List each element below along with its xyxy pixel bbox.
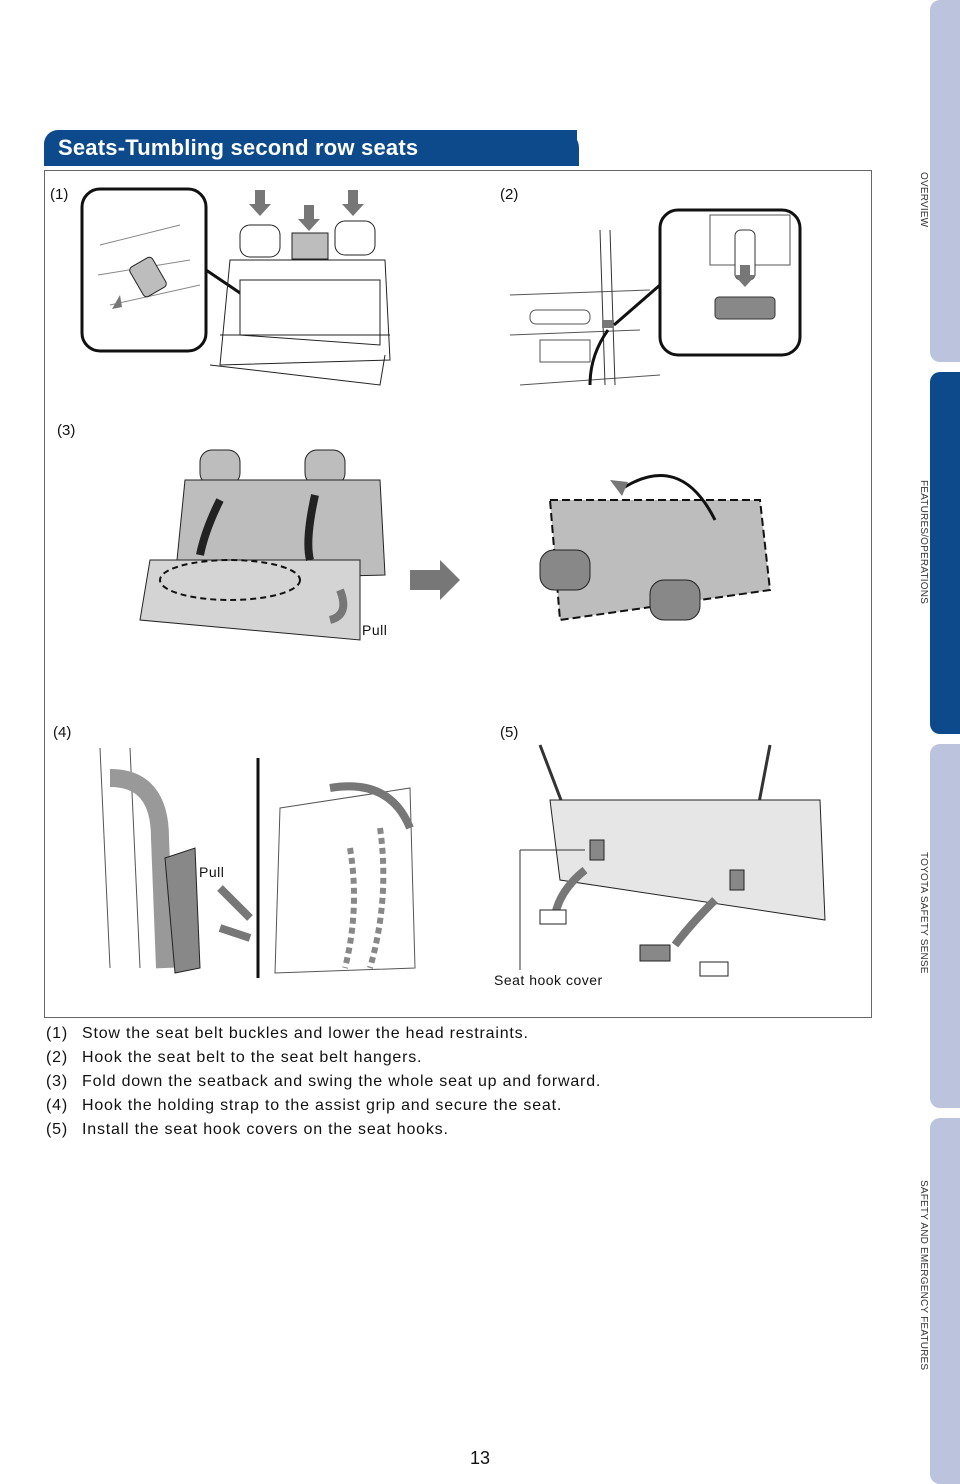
side-label-features-operations: FEATURES/OPERATIONS bbox=[918, 480, 929, 605]
side-tab-overview[interactable] bbox=[930, 0, 960, 362]
figure-label-2: (2) bbox=[500, 186, 519, 203]
steps-list: (1)Stow the seat belt buckles and lower … bbox=[46, 1022, 866, 1142]
illustration-step-3 bbox=[139, 449, 772, 641]
side-label-safety-emergency: SAFETY AND EMERGENCY FEATURES bbox=[918, 1180, 929, 1371]
figure-label-3: (3) bbox=[57, 422, 76, 439]
illustration-frame bbox=[44, 170, 872, 1018]
pull-label-step-4: Pull bbox=[199, 864, 225, 880]
figure-label-1: (1) bbox=[50, 186, 69, 203]
section-header: Seats-Tumbling second row seats bbox=[44, 130, 579, 166]
step-item: (4)Hook the holding strap to the assist … bbox=[46, 1097, 563, 1114]
figure-label-4: (4) bbox=[53, 724, 72, 741]
step-item: (5)Install the seat hook covers on the s… bbox=[46, 1121, 449, 1138]
side-tab-safety-emergency[interactable] bbox=[930, 1118, 960, 1484]
seat-hook-cover-label: Seat hook cover bbox=[494, 972, 603, 988]
illustration-step-2 bbox=[510, 208, 802, 386]
step-item: (1)Stow the seat belt buckles and lower … bbox=[46, 1025, 529, 1042]
section-title: Seats-Tumbling second row seats bbox=[58, 135, 419, 160]
side-tab-features-operations[interactable] bbox=[930, 372, 960, 734]
figure-label-5: (5) bbox=[500, 724, 519, 741]
illustration-step-1 bbox=[80, 187, 391, 386]
illustration-step-5 bbox=[519, 744, 826, 977]
side-tab-toyota-safety-sense[interactable] bbox=[930, 744, 960, 1108]
pull-label-step-3: Pull bbox=[362, 622, 388, 638]
page-number: 13 bbox=[469, 1448, 491, 1468]
illustration-step-4 bbox=[99, 748, 416, 978]
step-item: (2)Hook the seat belt to the seat belt h… bbox=[46, 1049, 423, 1066]
side-label-overview: OVERVIEW bbox=[918, 172, 929, 228]
step-item: (3)Fold down the seatback and swing the … bbox=[46, 1073, 602, 1090]
side-label-toyota-safety-sense: TOYOTA SAFETY SENSE bbox=[918, 852, 929, 974]
